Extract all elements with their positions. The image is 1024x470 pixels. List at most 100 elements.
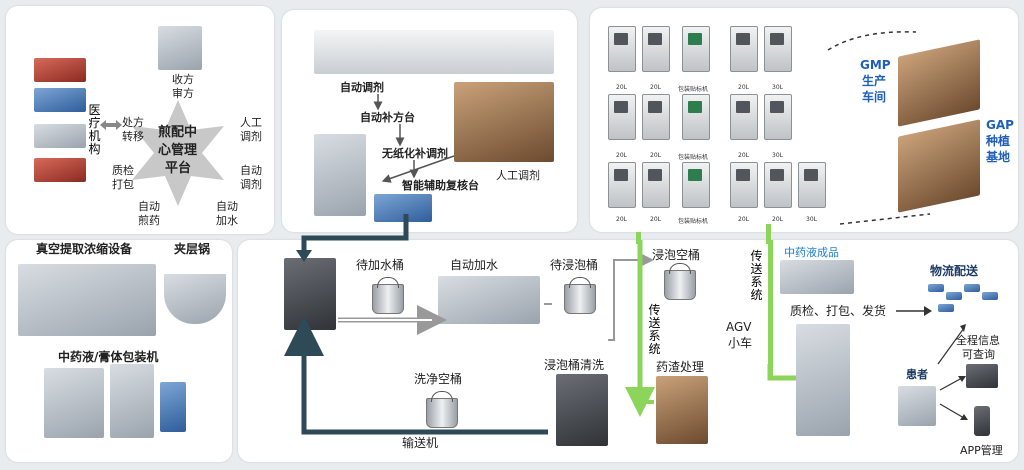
hub-center-line3: 平台 [165,161,192,176]
vacuum-equipment-photo [18,264,156,336]
residue-photo [656,376,708,444]
hospital-photo-1 [34,58,86,82]
machine-label: 包装贴标机 [678,154,709,161]
hub-panel: 煎配中 心管理 平台 收方 审方 人工 调剂 自动 调剂 自动 加水 自动 煎药… [6,6,274,234]
hospital-photo-2 [34,88,86,112]
machine-label: 20L [616,84,627,91]
label-zidong-tiaoji-2: 调剂 [240,178,262,191]
label-yiliao-jigou: 医疗机构 [88,103,101,156]
label-auto-dispense: 自动调剂 [340,81,384,94]
dispense-flow-arrows [373,94,455,183]
label-clean-empty: 洗净空桶 [414,372,463,386]
package-sample-photo [160,382,186,432]
label-logistics: 物流配送 [930,264,979,278]
production-panel: 20L 20L 包装贴标机 20L 30L 20L 20L 包装贴标机 20L … [590,8,1018,232]
label-zhijian-1: 质检 [112,164,134,177]
monitor-icon [966,364,998,388]
label-chufang-2: 转移 [122,130,144,143]
label-vacuum: 真空提取浓缩设备 [36,242,133,256]
label-info-1: 全程信息 [956,334,1000,347]
label-agv-1: AGV [726,320,752,334]
decoction-machine [764,94,792,140]
machine-label: 20L [738,152,749,159]
truck-icon [938,304,954,312]
label-gmp-2: 生产 [862,74,887,88]
decoction-machine [642,26,670,72]
label-residue: 药渣处理 [656,360,705,374]
double-arrow-icon [100,120,122,130]
label-manual-dispense: 人工调剂 [496,169,540,182]
ship-arrow [896,306,932,316]
hub-center-line1: 煎配中 [158,125,198,140]
truck-icon [982,292,998,300]
dispensing-panel: 自动调剂 自动补方台 无纸化补调剂 智能辅助复核台 人工调剂 [282,10,577,232]
label-zhijian-2: 打包 [112,178,134,191]
label-smart-review: 智能辅助复核台 [402,179,479,192]
herb-cabinet-photo [454,82,554,162]
machine-label: 20L [650,152,661,159]
packaging-machine [682,26,710,72]
doctor-photo [158,26,202,70]
machine-label: 20L [738,216,749,223]
label-wait-water: 待加水桶 [356,258,405,272]
packaging-machine-photo-2 [110,364,154,438]
label-soak-clean: 浸泡桶清洗 [544,358,605,372]
bucket-icon [372,277,404,314]
label-finished: 中药液成品 [784,246,839,259]
auto-dispense-machine-photo [314,30,554,74]
machine-label: 20L [772,216,783,223]
label-rengong-1: 人工 [240,116,262,129]
label-info-2: 可查询 [962,348,995,361]
hub-center-line2: 心管理 [158,143,198,158]
phone-icon [974,406,990,436]
label-auto-replenish: 自动补方台 [360,111,415,124]
decoction-machine [764,162,792,208]
label-zidong-tiaoji-1: 自动 [240,164,262,177]
machine-label: 20L [616,216,627,223]
truck-icon [964,284,980,292]
machine-label: 20L [738,84,749,91]
decoction-machine [608,94,636,140]
packaging-machine [682,162,710,208]
paperless-station-photo [314,134,366,216]
decoction-machine [730,162,758,208]
agv-vertical-bar [768,240,773,380]
decoction-machine [608,26,636,72]
label-conveyor-sys-2: 传送系统 [750,249,763,302]
auto-water-photo [438,276,540,324]
production-link-bar [766,224,771,244]
soak-clean-photo [556,374,608,446]
bucket-icon [426,391,458,428]
label-qc: 质检、打包、发货 [790,304,887,318]
production-link-bar [636,232,641,244]
label-gmp-3: 车间 [862,90,887,104]
hub-star [132,100,224,206]
flow-panel: 待加水桶 自动加水 待浸泡桶 浸泡空桶 洗净空桶 浸泡桶清洗 药渣处理 输送机 … [238,240,1018,462]
label-patient: 患者 [906,368,928,381]
label-conveyor-sys: 传送系统 [648,303,661,356]
packaging-machine-photo-1 [44,368,104,438]
machine-label: 20L [650,84,661,91]
bucket-icon [564,277,596,314]
flow-arrows [284,240,655,435]
hospital-photo-4 [34,158,86,182]
label-chufang-1: 处方 [122,116,144,129]
decoction-machine [798,162,826,208]
machine-label: 20L [616,152,627,159]
label-app: APP管理 [960,444,1003,457]
dashed-curve [827,31,931,225]
machine-label: 30L [772,84,783,91]
label-wait-soak: 待浸泡桶 [550,258,599,272]
label-shoufang-1: 收方 [172,73,194,86]
qc-station-photo [796,324,850,436]
decoction-machine [730,26,758,72]
truck-icon [928,284,944,292]
machine-label: 30L [806,216,817,223]
label-auto-water: 自动加水 [450,258,499,272]
label-gap-2: 种植 [986,134,1011,148]
label-jianyao-2: 煎药 [138,214,160,227]
bucket-icon [664,263,696,300]
decoction-machine [642,94,670,140]
machine-label: 包装贴标机 [678,86,709,93]
patient-links [937,324,968,420]
